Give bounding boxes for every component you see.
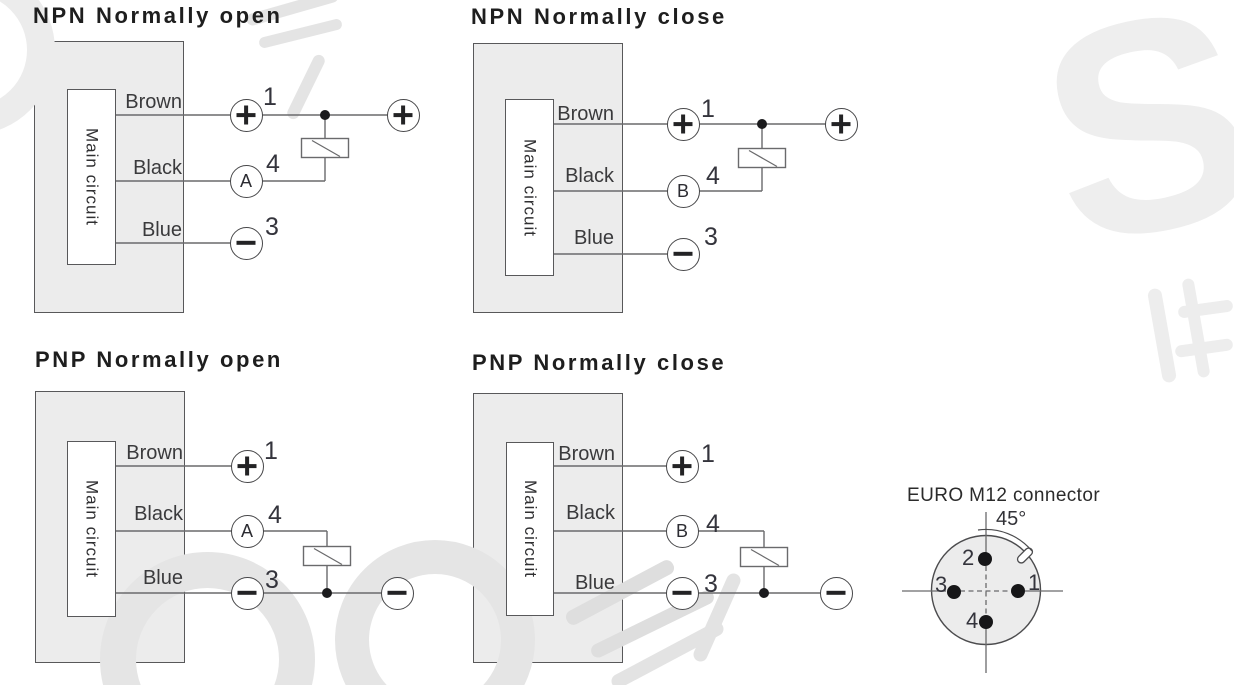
connector-pin-label-1: 1 — [1028, 570, 1041, 595]
connector-pin-3 — [947, 585, 961, 599]
minus-icon — [826, 590, 846, 596]
minus-icon — [672, 590, 692, 596]
wire-label-brown: Brown — [125, 91, 182, 113]
relay-load-symbol — [300, 137, 350, 159]
junction-dot — [759, 588, 769, 598]
npn-nc-terminal-plus — [666, 107, 700, 141]
npn-no-terminal-minus — [229, 226, 263, 260]
watermark-letter: S — [1015, 0, 1234, 311]
main-circuit-label: Main circuit — [520, 138, 540, 237]
plus-icon — [401, 105, 405, 125]
watermark-stroke — [1146, 287, 1178, 384]
plus-icon — [245, 456, 249, 476]
wire-label-black: Black — [134, 503, 183, 525]
npn-no-terminal-output: A — [229, 164, 263, 198]
diagram-title-pnp-nc: PNP Normally close — [472, 350, 727, 375]
pnp-nc-terminal-plus — [665, 449, 699, 483]
connector-title: EURO M12 connector — [907, 485, 1101, 506]
pin-number: 3 — [704, 570, 718, 598]
angle-arc — [977, 528, 1033, 552]
pin-number: 4 — [706, 510, 720, 538]
relay-load-symbol — [302, 545, 352, 567]
wire-label-brown: Brown — [557, 103, 614, 125]
junction-dot — [757, 119, 767, 129]
junction-dot — [320, 110, 330, 120]
wire-label-black: Black — [566, 502, 615, 524]
pin-number: 1 — [263, 83, 277, 111]
pin-number: 1 — [701, 440, 715, 468]
wire-label-black: Black — [565, 165, 614, 187]
pin-number: 3 — [265, 213, 279, 241]
npn-nc-supply-plus — [824, 107, 858, 141]
minus-icon — [387, 590, 407, 596]
plus-icon — [244, 105, 248, 125]
wire-label-brown: Brown — [126, 442, 183, 464]
pnp-nc-terminal-output: B — [665, 514, 699, 548]
diagram-title-npn-no: NPN Normally open — [33, 3, 283, 28]
diagram-title-pnp-no: PNP Normally open — [35, 347, 283, 372]
wire-label-black: Black — [133, 157, 182, 179]
npn-no-terminal-plus — [229, 98, 263, 132]
pnp-nc-terminal-minus — [665, 576, 699, 610]
minus-icon — [673, 251, 693, 257]
wire-label-brown: Brown — [558, 443, 615, 465]
pnp-nc-supply-minus — [819, 576, 853, 610]
watermark-stroke — [609, 619, 726, 685]
connector-angle-label: 45° — [996, 508, 1027, 530]
plus-icon — [680, 456, 684, 476]
watermark-stroke — [1174, 338, 1234, 358]
pnp-no-terminal-output: A — [230, 514, 264, 548]
pnp-no-terminal-minus — [230, 576, 264, 610]
pin-number: 4 — [268, 501, 282, 529]
watermark-stroke — [285, 52, 327, 122]
connector-pin-4 — [979, 615, 993, 629]
pin-number: 3 — [265, 566, 279, 594]
wire-label-blue: Blue — [574, 572, 615, 594]
pnp-no-main-circuit-box: Main circuit — [67, 441, 116, 617]
wire-label-blue: Blue — [141, 219, 182, 241]
npn-nc-main-circuit-box: Main circuit — [505, 99, 554, 276]
npn-no-main-circuit-box: Main circuit — [67, 89, 116, 265]
npn-no-supply-plus — [386, 98, 420, 132]
main-circuit-label: Main circuit — [82, 480, 102, 578]
pin-number: 3 — [704, 223, 718, 251]
relay-load-symbol — [737, 147, 787, 169]
connector-pin-2 — [978, 552, 992, 566]
watermark-stroke — [1177, 299, 1234, 319]
plus-icon — [681, 114, 685, 134]
connector-pin-label-3: 3 — [935, 572, 948, 597]
junction-dot — [322, 588, 332, 598]
minus-icon — [236, 240, 256, 246]
relay-load-symbol — [739, 546, 789, 568]
pin-number: 4 — [266, 150, 280, 178]
plus-icon — [839, 114, 843, 134]
npn-nc-terminal-minus — [666, 237, 700, 271]
pnp-no-supply-minus — [380, 576, 414, 610]
connector-pin-label-2: 2 — [962, 545, 975, 570]
wire-label-blue: Blue — [142, 567, 183, 589]
keyway-notch — [1016, 547, 1034, 564]
pnp-nc-main-circuit-box: Main circuit — [506, 442, 554, 616]
minus-icon — [237, 590, 257, 596]
watermark-stroke — [1181, 277, 1211, 379]
output-letter: B — [675, 520, 688, 541]
main-circuit-label: Main circuit — [521, 480, 540, 578]
diagram-title-npn-nc: NPN Normally close — [471, 4, 727, 29]
pin-number: 1 — [701, 95, 715, 123]
output-letter: A — [240, 520, 253, 541]
output-letter: B — [676, 180, 689, 201]
connector-pin-label-4: 4 — [966, 608, 979, 633]
connector-pin-1 — [1011, 584, 1025, 598]
pnp-no-terminal-plus — [230, 449, 264, 483]
wire-label-blue: Blue — [573, 227, 614, 249]
npn-nc-terminal-output: B — [666, 174, 700, 208]
pin-number: 4 — [706, 162, 720, 190]
output-letter: A — [239, 170, 252, 191]
main-circuit-label: Main circuit — [82, 128, 102, 226]
pin-number: 1 — [264, 437, 278, 465]
